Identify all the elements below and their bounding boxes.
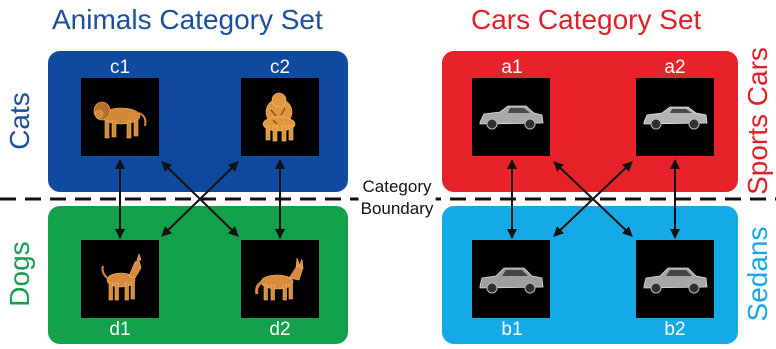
cars-set-title: Cars Category Set [471, 4, 702, 35]
item-label-c1: c1 [109, 57, 131, 78]
car-icon [643, 267, 708, 294]
dog-icon [101, 253, 142, 301]
car-icon [643, 106, 708, 130]
car-image-b2 [636, 240, 714, 318]
category-boundary-label: Category Boundary [358, 176, 436, 220]
item-label-c2: c2 [269, 57, 291, 78]
tiger-image-c2 [241, 78, 319, 156]
lion-image-c1 [81, 78, 159, 156]
item-label-d1: d1 [109, 319, 131, 340]
arrow-c2-d1 [161, 161, 239, 237]
car-image-a1 [472, 78, 550, 156]
boundary-label-line1: Category [362, 177, 432, 196]
arrow-a2-b1 [553, 161, 633, 237]
car-image-a2 [636, 78, 714, 156]
animals-set-title: Animals Category Set [52, 4, 323, 35]
car-image-b1 [472, 240, 550, 318]
dog-icon [255, 257, 304, 301]
item-label-d2: d2 [269, 319, 291, 340]
lion-icon [93, 101, 147, 139]
dog-image-d1 [81, 240, 159, 318]
boundary-label-line2: Boundary [360, 199, 434, 218]
item-label-a1: a1 [501, 57, 523, 78]
car-icon [479, 267, 544, 294]
dog-image-d2 [241, 240, 319, 318]
car-icon [479, 105, 544, 130]
tiger-icon [262, 92, 296, 142]
item-label-a2: a2 [664, 57, 686, 78]
item-label-b2: b2 [664, 319, 686, 340]
item-label-b1: b1 [501, 319, 523, 340]
